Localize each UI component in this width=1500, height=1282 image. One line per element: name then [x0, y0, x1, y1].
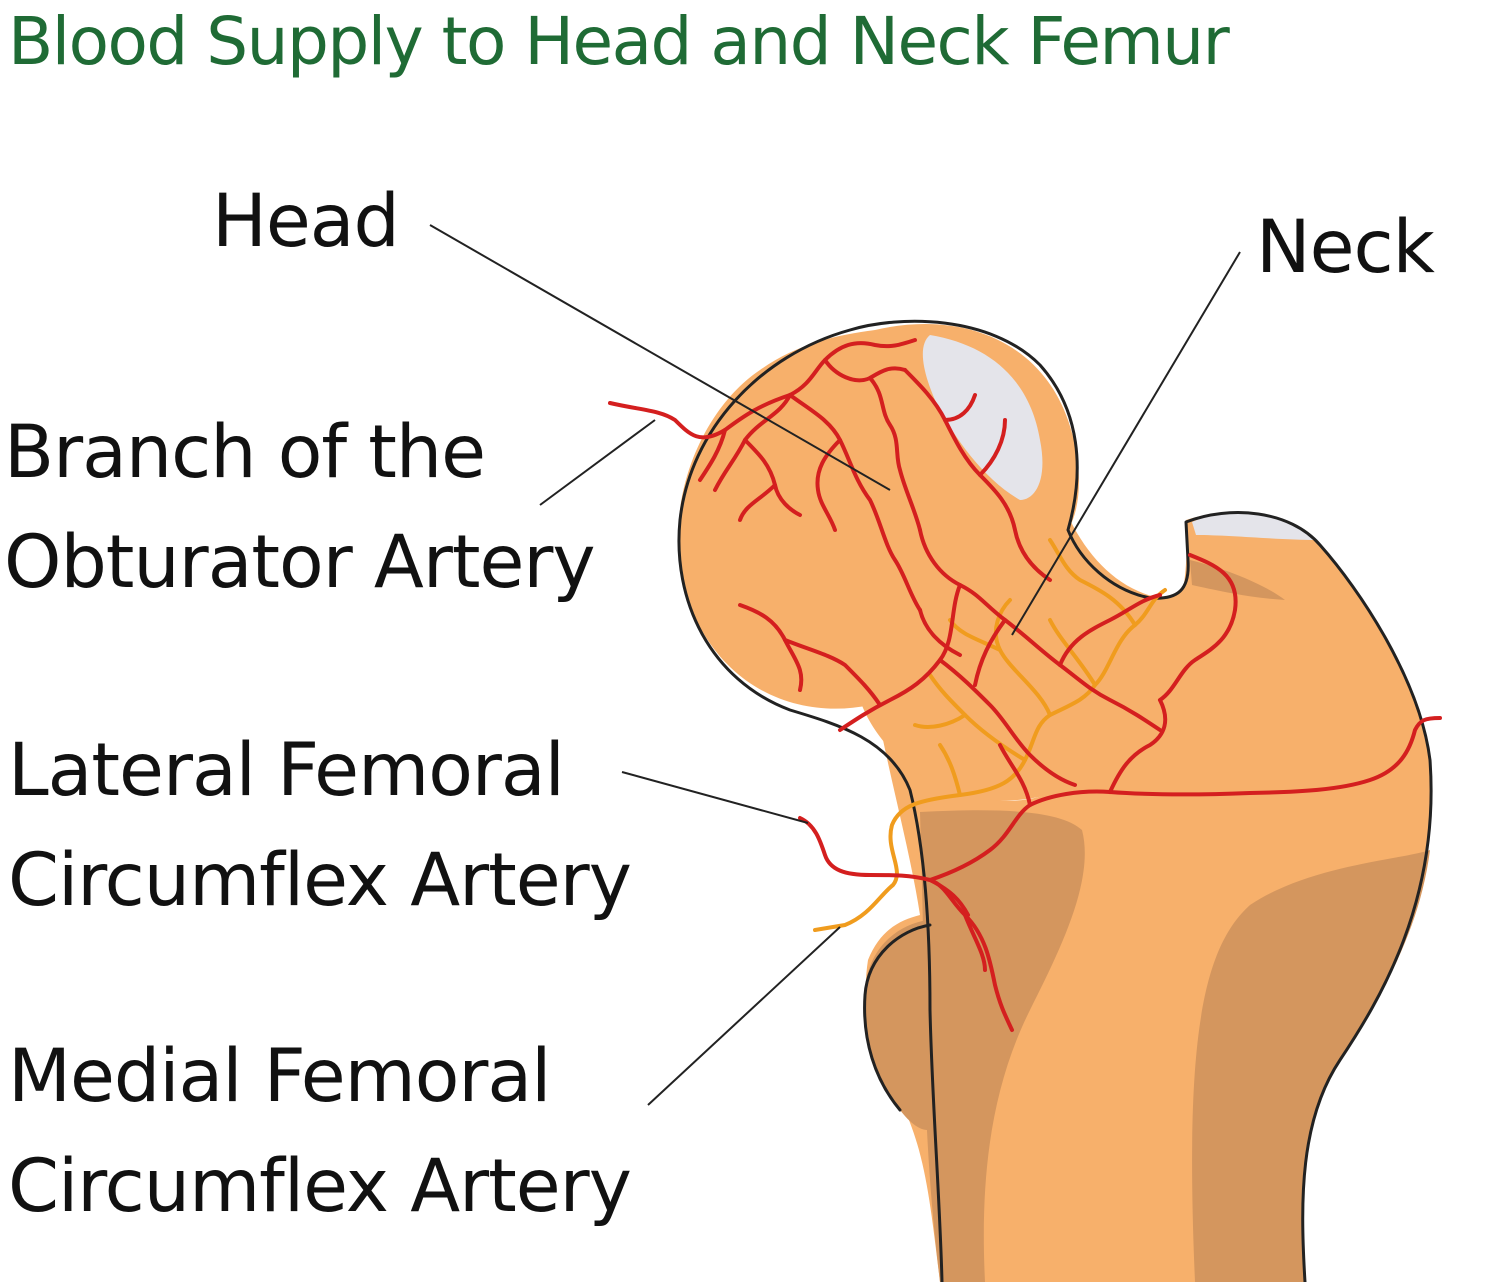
label-medial-line2: Circumflex Artery — [8, 1144, 632, 1229]
label-medial-line1: Medial Femoral — [8, 1034, 551, 1119]
leader-line-head — [429, 224, 891, 491]
leader-line-neck — [1011, 251, 1241, 636]
shaft-shadow-right — [1192, 850, 1430, 1282]
label-lateral-line1: Lateral Femoral — [8, 728, 565, 813]
diagram-title: Blood Supply to Head and Neck Femur — [8, 3, 1230, 80]
label-lateral-circumflex-artery: Lateral Femoral Circumflex Artery — [8, 716, 632, 936]
femur-outline — [677, 319, 1433, 1282]
lateral-circumflex-artery — [798, 698, 1442, 1032]
label-lateral-line2: Circumflex Artery — [8, 838, 632, 923]
leader-line-medial — [647, 926, 841, 1106]
label-neck: Neck — [1256, 205, 1435, 290]
leader-line-obturator — [539, 419, 656, 506]
label-obturator-artery: Branch of the Obturator Artery — [4, 398, 596, 618]
label-medial-circumflex-artery: Medial Femoral Circumflex Artery — [8, 1022, 632, 1242]
label-obturator-line1: Branch of the — [4, 410, 486, 495]
leader-line-lateral — [621, 771, 809, 824]
trochanter-shadow — [1190, 560, 1285, 600]
label-obturator-line2: Obturator Artery — [4, 520, 596, 605]
lesser-trochanter — [864, 920, 935, 1130]
head-cartilage — [922, 335, 1043, 500]
trochanter-cartilage — [1192, 512, 1318, 540]
shaft-shadow — [920, 810, 1085, 1282]
obturator-artery-branch — [608, 338, 1238, 787]
label-head: Head — [212, 179, 400, 264]
leader-lines — [429, 224, 1241, 1106]
